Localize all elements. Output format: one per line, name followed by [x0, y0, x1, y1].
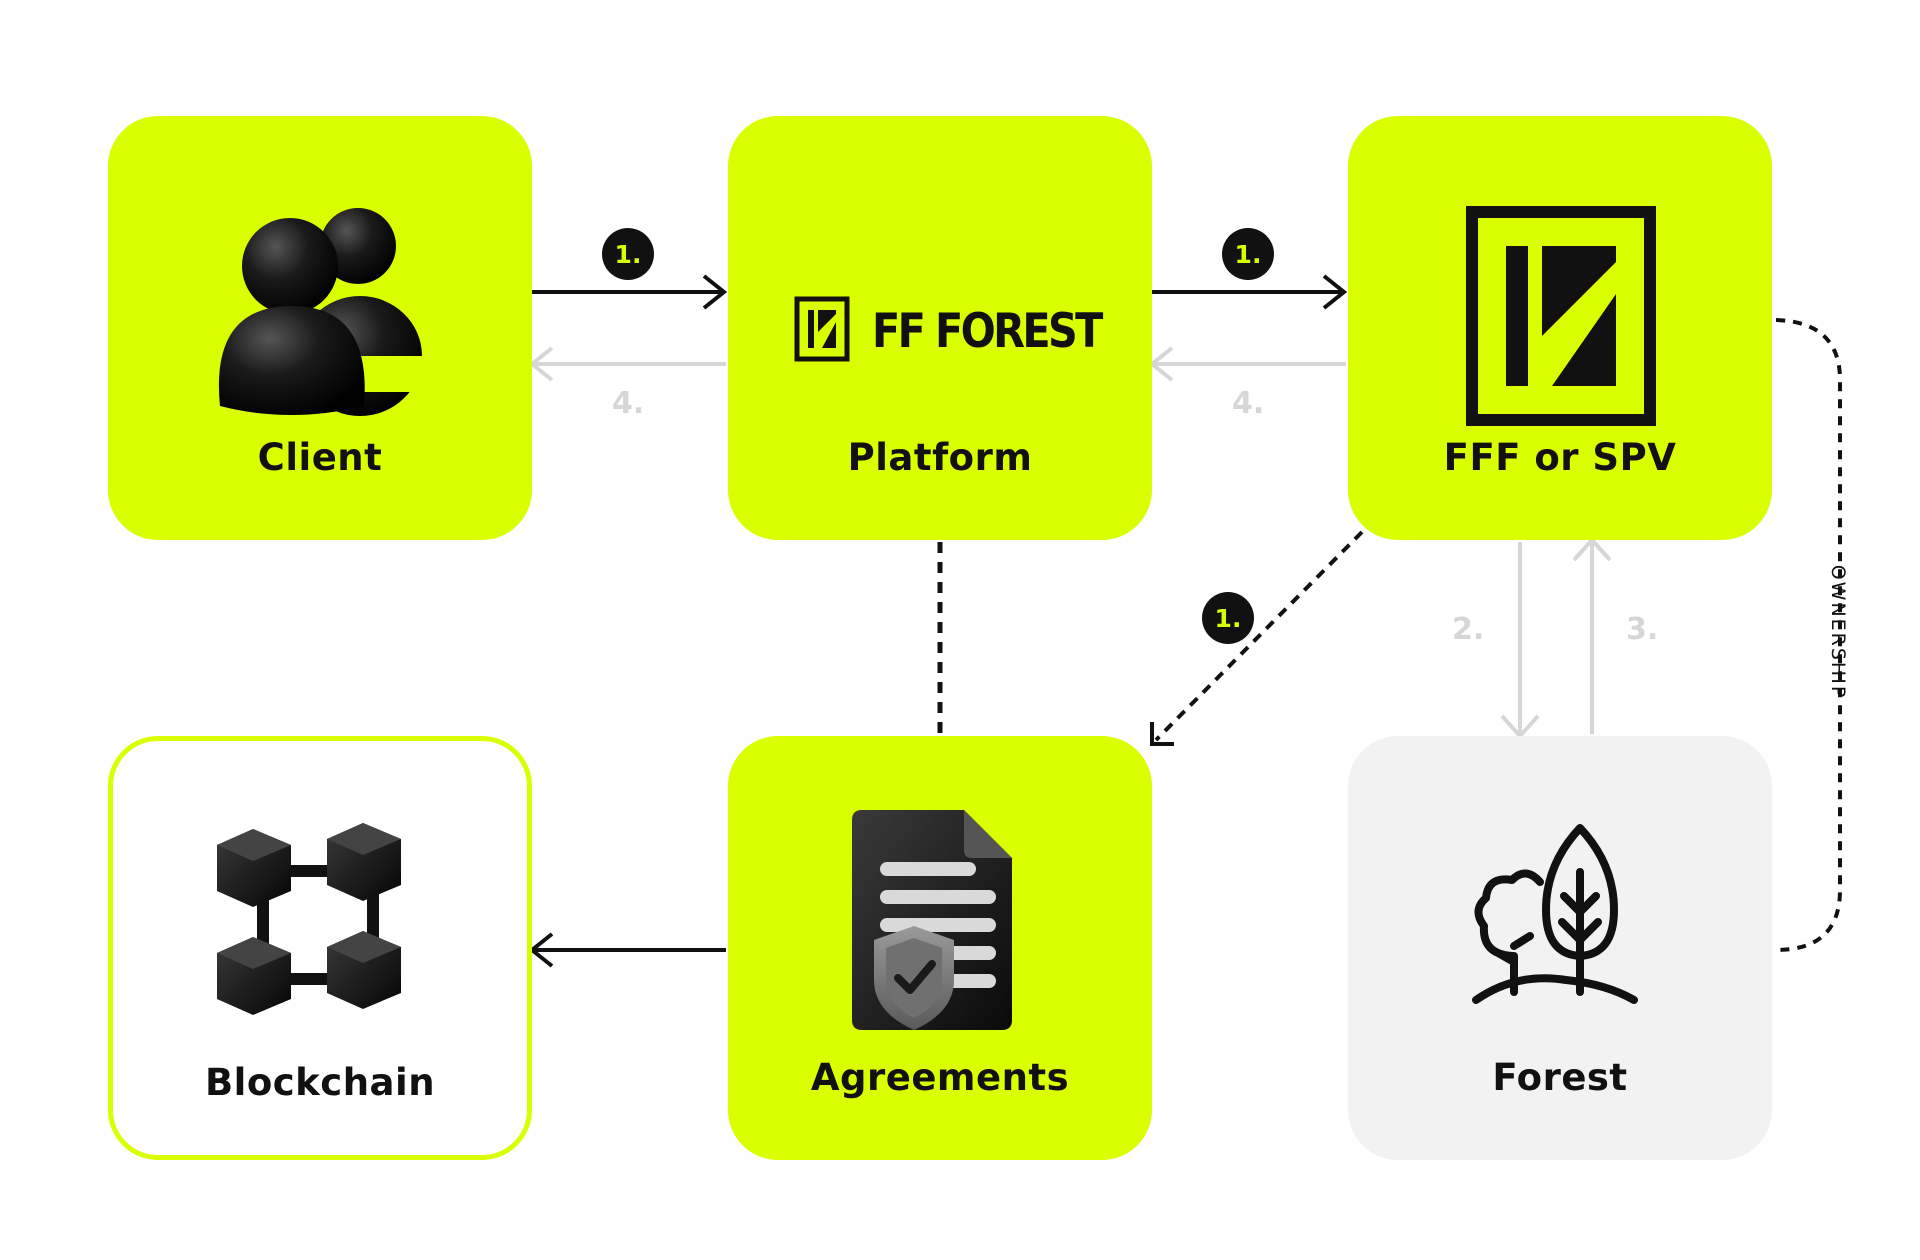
- node-label-forest: Forest: [1492, 1056, 1628, 1099]
- ff-forest-emblem-icon: [1466, 206, 1656, 430]
- document-shield-icon: [824, 802, 1064, 1046]
- step-label-fff-forest: 2.: [1452, 612, 1485, 647]
- edge-agreements-to-blockchain: [528, 932, 726, 968]
- step-badge-platform-fff: 1.: [1222, 228, 1274, 280]
- edge-fff-to-agreements: [1150, 530, 1364, 746]
- step-badge-fff-agreements: 1.: [1202, 592, 1254, 644]
- node-forest[interactable]: Forest: [1348, 736, 1772, 1160]
- step-badge-client-platform: 1.: [602, 228, 654, 280]
- ff-forest-logo-icon: [794, 296, 850, 366]
- node-label-client: Client: [257, 436, 383, 479]
- node-label-platform: Platform: [847, 436, 1033, 479]
- node-agreements[interactable]: Agreements: [728, 736, 1152, 1160]
- step-label-forest-fff: 3.: [1626, 612, 1659, 647]
- node-client[interactable]: Client: [108, 116, 532, 540]
- brand-wordmark: FF FOREST: [872, 303, 1103, 359]
- edge-platform-to-client: [528, 346, 726, 382]
- node-label-agreements: Agreements: [810, 1056, 1070, 1099]
- ownership-label: OWNERSHIP: [1827, 564, 1849, 700]
- edge-fff-to-forest: [1500, 542, 1540, 739]
- step-label-platform-client: 4.: [612, 386, 645, 421]
- node-platform[interactable]: FF FOREST Platform: [728, 116, 1152, 540]
- edge-ownership: [1775, 318, 1842, 952]
- edge-platform-to-fff: [1152, 274, 1348, 310]
- edge-client-to-platform: [532, 274, 728, 310]
- users-icon: [210, 206, 430, 430]
- ff-forest-brand: FF FOREST: [794, 296, 1132, 366]
- edge-forest-to-fff: [1572, 537, 1612, 734]
- node-label-fff: FFF or SPV: [1443, 436, 1677, 479]
- trees-icon: [1456, 814, 1656, 1018]
- edge-fff-to-platform: [1148, 346, 1346, 382]
- step-label-fff-platform: 4.: [1232, 386, 1265, 421]
- node-fff[interactable]: FFF or SPV: [1348, 116, 1772, 540]
- node-blockchain[interactable]: Blockchain: [108, 736, 532, 1160]
- blockchain-icon: [213, 821, 413, 1045]
- node-label-blockchain: Blockchain: [204, 1061, 436, 1104]
